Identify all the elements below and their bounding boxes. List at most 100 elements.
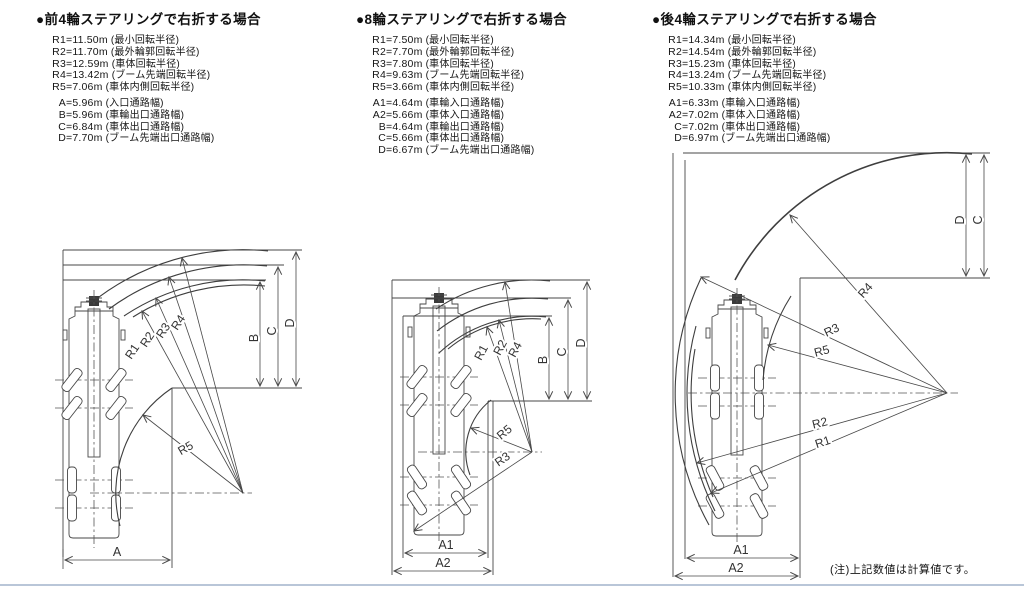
radius-label-r5: R5 <box>813 342 832 360</box>
radius-label-r3: R3 <box>822 320 842 339</box>
spec-row: A2=5.66m (車体入口通路幅) <box>356 109 567 122</box>
spec-key: R1 <box>668 34 682 46</box>
spec-value: =6.67m <box>386 144 423 157</box>
spec-desc: (車輪出口通路幅) <box>425 121 505 133</box>
spec-key: R4 <box>372 69 386 82</box>
radius-lines <box>695 214 948 494</box>
spec-desc: (車体内側回転半径) <box>425 82 515 94</box>
radius-label-r2: R2 <box>811 414 830 431</box>
radius-label-r4: R4 <box>855 280 876 301</box>
width-label-d: D <box>574 338 588 347</box>
spec-desc: (車体出口通路幅) <box>105 121 185 133</box>
spec-key: R1 <box>372 34 386 46</box>
spec-desc: (ブーム先端回転半径) <box>111 70 211 82</box>
spec-desc: (入口通路幅) <box>105 97 164 109</box>
spec-value: =11.50m <box>66 34 108 46</box>
spec-list: R1=11.50m (最小回転半径) R2=11.70m (最外輪郭回転半径) … <box>36 34 261 145</box>
radius-lines <box>413 280 533 532</box>
spec-value: =7.50m <box>386 34 423 46</box>
radius-lines <box>141 256 244 494</box>
spec-row: C=5.66m (車体出口通路幅) <box>356 132 567 145</box>
spec-row: R1=7.50m (最小回転半径) <box>356 34 567 47</box>
spec-list: R1=7.50m (最小回転半径) R2=7.70m (最外輪郭回転半径) R3… <box>356 34 567 157</box>
spec-row: R5=10.33m (車体内側回転半径) <box>652 81 877 94</box>
spec-value: =10.33m <box>682 81 725 94</box>
spec-desc: (車体出口通路幅) <box>425 133 505 145</box>
spec-value: =4.64m <box>386 120 423 133</box>
calculated-values-note: (注)上記数値は計算値です。 <box>830 564 976 576</box>
spec-value: =5.66m <box>386 132 423 145</box>
spec-desc: (車輪入口通路幅) <box>721 97 801 109</box>
crane-truck <box>54 289 134 549</box>
spec-row: R4=9.63m (ブーム先端回転半径) <box>356 69 567 82</box>
spec-value: =7.02m <box>682 108 719 121</box>
spec-desc: (車体回転半径) <box>111 58 180 70</box>
bottom-divider <box>0 584 1024 586</box>
spec-desc: (最外輪郭回転半径) <box>727 46 817 58</box>
spec-value: =14.54m <box>682 45 725 58</box>
spec-list: R1=14.34m (最小回転半径) R2=14.54m (最外輪郭回転半径) … <box>652 34 877 145</box>
spec-row: R4=13.24m (ブーム先端回転半径) <box>652 69 877 82</box>
spec-value: =14.34m <box>682 34 725 46</box>
spec-key: R5 <box>372 81 386 94</box>
spec-row: B=5.96m (車輪出口通路幅) <box>36 108 261 122</box>
radius-label-r5: R5 <box>175 438 196 458</box>
spec-desc: (車体回転半径) <box>727 58 796 70</box>
spec-row: R2=14.54m (最外輪郭回転半径) <box>652 45 877 59</box>
spec-desc: (ブーム先端出口通路幅) <box>105 133 215 145</box>
spec-desc: (最小回転半径) <box>727 35 796 46</box>
spec-key: R4 <box>52 69 66 82</box>
spec-row: R5=7.06m (車体内側回転半径) <box>36 81 261 94</box>
spec-value: =7.80m <box>386 57 423 70</box>
spec-key: D <box>378 144 386 157</box>
spec-value: =6.97m <box>682 132 719 145</box>
spec-row: R2=7.70m (最外輪郭回転半径) <box>356 46 567 59</box>
spec-value: =7.70m <box>66 132 103 145</box>
spec-row: R1=14.34m (最小回転半径) <box>652 34 877 47</box>
spec-row: R3=7.80m (車体回転半径) <box>356 57 567 71</box>
spec-row: A1=6.33m (車輪入口通路幅) <box>652 96 877 110</box>
diagram-labels: R1 R2 R3 R4 R5 B C D A <box>111 310 299 561</box>
spec-value: =6.33m <box>682 96 719 109</box>
spec-value: =13.24m <box>682 69 725 82</box>
diagram-labels: R4 R3 R5 R2 R1 D C A1 A2 <box>726 213 987 577</box>
spec-key: D <box>58 132 66 145</box>
width-label-a2: A2 <box>435 556 450 570</box>
spec-row: D=7.70m (ブーム先端出口通路幅) <box>36 132 261 145</box>
turning-arcs <box>674 151 973 526</box>
spec-value: =12.59m <box>66 57 109 70</box>
diagram-rear-4ws: R4 R3 R5 R2 R1 D C A1 A2 <box>672 151 990 581</box>
spec-row: C=6.84m (車体出口通路幅) <box>36 120 261 134</box>
spec-row: A1=4.64m (車輪入口通路幅) <box>356 97 567 110</box>
spec-value: =5.96m <box>66 108 103 121</box>
panel-rear-4ws: ●後4輪ステアリングで右折する場合 R1=14.34m (最小回転半径) R2=… <box>652 8 877 145</box>
spec-row: R4=13.42m (ブーム先端回転半径) <box>36 69 261 82</box>
turning-arcs <box>89 249 269 527</box>
radius-label-r5: R5 <box>494 422 515 443</box>
width-label-c: C <box>555 347 569 356</box>
spec-key: R3 <box>668 57 682 70</box>
spec-value: =11.70m <box>66 45 108 58</box>
spec-row: R2=11.70m (最外輪郭回転半径) <box>36 45 261 59</box>
spec-value: =5.96m <box>66 96 103 109</box>
spec-key: C <box>58 120 66 133</box>
spec-desc: (最外輪郭回転半径) <box>425 46 515 58</box>
spec-desc: (車体入口通路幅) <box>425 109 505 121</box>
spec-value: =9.63m <box>386 69 423 82</box>
width-label-c: C <box>971 215 985 224</box>
spec-key: R5 <box>668 81 682 94</box>
spec-value: =7.02m <box>682 120 719 133</box>
width-label-a1: A1 <box>438 538 453 552</box>
spec-row: R3=15.23m (車体回転半径) <box>652 57 877 71</box>
spec-row: A2=7.02m (車体入口通路幅) <box>652 108 877 122</box>
spec-row: A=5.96m (入口通路幅) <box>36 96 261 110</box>
spec-row: R3=12.59m (車体回転半径) <box>36 57 261 71</box>
diagram-front-4ws: R1 R2 R3 R4 R5 B C D A <box>54 249 302 569</box>
spec-desc: (車体内側回転半径) <box>105 82 195 94</box>
spec-key: R3 <box>372 57 386 70</box>
spec-row: R5=3.66m (車体内側回転半径) <box>356 81 567 94</box>
panel-title: ●前4輪ステアリングで右折する場合 <box>36 12 261 27</box>
spec-key: A <box>58 96 66 109</box>
